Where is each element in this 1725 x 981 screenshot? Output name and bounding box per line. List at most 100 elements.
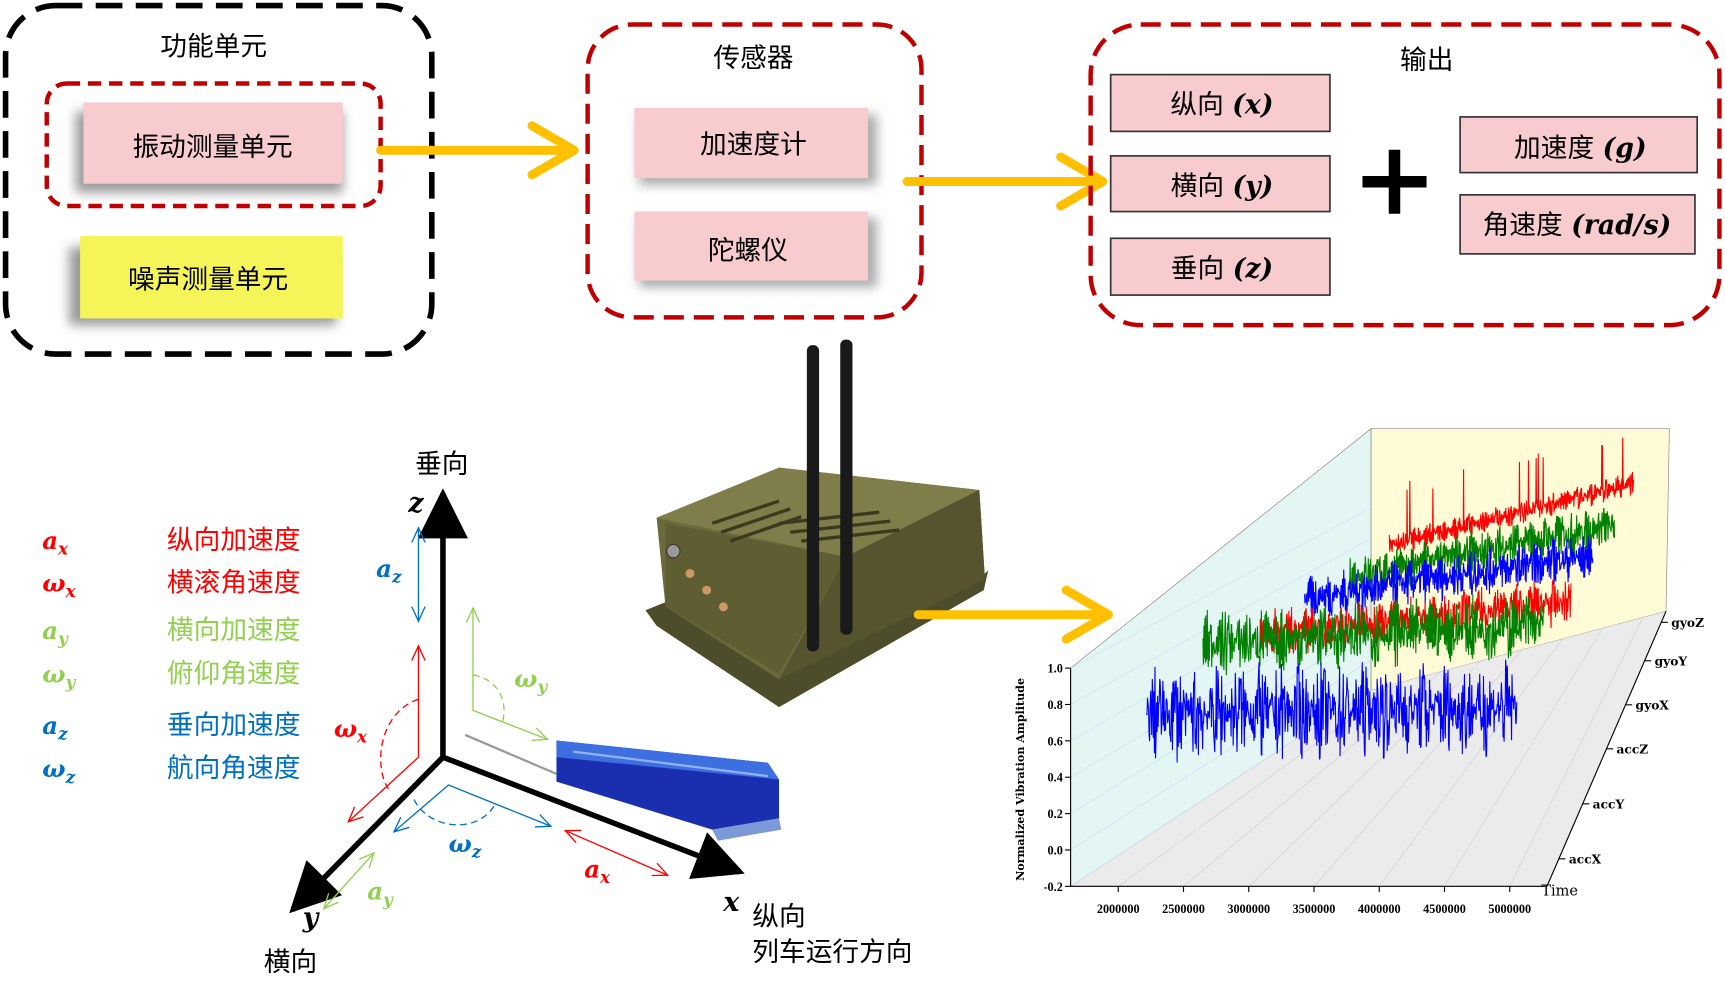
svg-text:纵向 (x): 纵向 (x) <box>1170 90 1273 121</box>
chart-series <box>1145 437 1635 763</box>
legend-symbol-subscript: x <box>65 581 77 601</box>
legend-row: ωz 航向角速度 <box>42 753 300 787</box>
legend-row: ωy 俯仰角速度 <box>42 659 300 693</box>
series-label-gyoY: gyoY <box>1655 654 1688 668</box>
output-group: 输出 纵向 (x) 横向 (y) 垂向 (z) + 加速度 (g) 角速度 (r… <box>1088 22 1722 328</box>
output-direction-x: 纵向 (x) <box>1109 73 1331 133</box>
series-gyoX <box>1303 535 1594 617</box>
train-direction-label: 列车运行方向 <box>752 937 912 968</box>
direction-var: (z) <box>1233 253 1273 284</box>
vibration-unit-label: 振动测量单元 <box>132 132 292 163</box>
legend-row: az 垂向加速度 <box>42 710 300 744</box>
svg-text:加速度 (g): 加速度 (g) <box>1514 133 1647 164</box>
accelerometer-label: 加速度计 <box>700 130 807 161</box>
wx-label: ωx <box>334 714 368 747</box>
chart-depth-label: Time <box>1541 883 1578 899</box>
gridline <box>1509 617 1644 887</box>
ax-label: ax <box>584 854 611 887</box>
direction-var: (x) <box>1232 90 1273 121</box>
legend-row: ax 纵向加速度 <box>42 525 300 559</box>
legend-symbol: ax <box>42 526 69 559</box>
gridline <box>1444 628 1603 887</box>
output-angular-velocity: 角速度 (rad/s) <box>1459 194 1696 255</box>
legend-symbol-base: a <box>42 711 58 740</box>
y-tick-label: 0.4 <box>1048 771 1063 785</box>
longitudinal-label: 纵向 <box>752 901 805 932</box>
x-axis <box>441 754 745 880</box>
wy-label: ωy <box>514 664 548 697</box>
direction-label: 纵向 <box>1170 90 1223 121</box>
noise-unit-box <box>80 236 343 319</box>
arrow-sensor-to-output <box>902 152 1108 211</box>
gyroscope-box <box>634 211 869 281</box>
y-tick-label: 0.0 <box>1048 843 1063 857</box>
sensor-group: 传感器 加速度计 陀螺仪 <box>585 22 924 320</box>
vibration-unit-highlight <box>44 81 383 209</box>
quantity-unit: (rad/s) <box>1571 210 1671 241</box>
functional-unit-frame <box>2 2 435 357</box>
legend-symbol: ωz <box>42 754 75 787</box>
x-tick-label: 3500000 <box>1293 902 1336 916</box>
lateral-label: 横向 <box>264 947 317 978</box>
svg-text:角速度 (rad/s): 角速度 (rad/s) <box>1483 210 1672 241</box>
legend-symbol: az <box>42 711 68 744</box>
x-axis-label: x <box>722 887 740 918</box>
legend-symbol-subscript: z <box>57 723 68 743</box>
gridline <box>1378 638 1563 887</box>
legend-label: 航向角速度 <box>167 753 300 784</box>
vibration-unit-box <box>83 102 343 184</box>
noise-unit-label: 噪声测量单元 <box>128 264 288 295</box>
antenna <box>806 345 820 652</box>
legend-symbol-base: ω <box>42 754 65 783</box>
legend-symbol: ωx <box>42 568 76 601</box>
x-tick-label: 2000000 <box>1097 902 1140 916</box>
output-direction-y: 横向 (y) <box>1109 155 1331 213</box>
x-tick-label: 5000000 <box>1488 902 1531 916</box>
legend-symbol: ωy <box>42 660 76 693</box>
series-gyoZ <box>1388 437 1635 552</box>
legend-symbol-base: ω <box>42 568 65 597</box>
az-label: az <box>376 554 402 587</box>
train-image <box>464 733 782 841</box>
gridline <box>1248 660 1482 887</box>
svg-text:横向 (y): 横向 (y) <box>1171 171 1274 202</box>
legend-label: 垂向加速度 <box>167 710 300 741</box>
vertical-label: 垂向 <box>415 449 468 480</box>
y-tick-label: 0.8 <box>1048 698 1063 712</box>
quantity-label: 角速度 <box>1483 210 1563 241</box>
output-frame <box>1088 22 1722 328</box>
legend-symbol-base: ω <box>42 660 65 689</box>
svg-text:垂向 (z): 垂向 (z) <box>1171 253 1273 284</box>
x-tick-label: 4000000 <box>1358 902 1401 916</box>
output-title: 输出 <box>1400 45 1453 76</box>
z-axis-label: z <box>407 488 424 519</box>
legend-label: 纵向加速度 <box>167 525 300 556</box>
ay-label: ay <box>367 877 394 910</box>
legend-label: 俯仰角速度 <box>167 659 300 690</box>
quantity-unit: (g) <box>1603 133 1647 164</box>
antenna <box>840 339 853 635</box>
direction-label: 横向 <box>1171 171 1224 202</box>
output-direction-z: 垂向 (z) <box>1109 237 1331 296</box>
y-tick-label: 0.6 <box>1048 734 1063 748</box>
sensor-title: 传感器 <box>713 43 793 74</box>
functional-unit-group: 功能单元 振动测量单元 噪声测量单元 <box>2 2 435 357</box>
series-label-gyoX: gyoX <box>1636 698 1670 712</box>
direction-label: 垂向 <box>1171 253 1224 284</box>
series-label-gyoZ: gyoZ <box>1671 616 1704 630</box>
series-label-accY: accY <box>1593 797 1625 811</box>
sensor-frame <box>585 22 924 320</box>
direction-var: (y) <box>1233 171 1274 202</box>
legend-symbol-subscript: x <box>57 539 69 559</box>
gyroscope-label: 陀螺仪 <box>708 235 788 266</box>
y-tick-label: -0.2 <box>1043 880 1062 894</box>
x-tick-label: 4500000 <box>1423 902 1466 916</box>
gridline <box>1313 649 1523 887</box>
legend-symbol-subscript: z <box>65 767 76 787</box>
